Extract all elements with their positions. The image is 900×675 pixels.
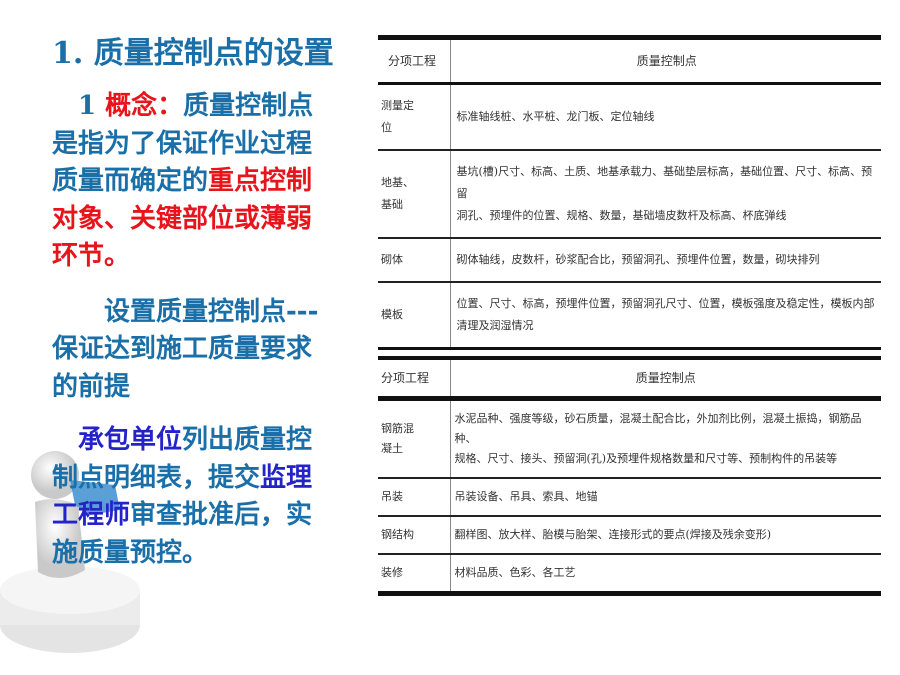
- item-cell: 装修: [378, 554, 451, 596]
- points-line: 规格、尺寸、接头、预留洞(孔)及预埋件规格数量和尺寸等、预制构件的吊装等: [454, 452, 838, 465]
- points-cell: 标准轴线桩、水平桩、龙门板、定位轴线: [450, 83, 881, 151]
- quality-control-table-1: 分项工程 质量控制点 测量定位 标准轴线桩、水平桩、龙门板、定位轴线地基、基础 基坑…: [378, 35, 881, 350]
- points-line: 位置、尺寸、标高，预埋件位置，预留洞孔尺寸、位置，模板强度及稳定性，模板内部: [456, 297, 875, 310]
- points-line: 砌体轴线，皮数杆，砂浆配合比，预留洞孔、预埋件位置，数量，砌块排列: [456, 253, 820, 266]
- points-line: 水泥品种、强度等级，砂石质量，混凝土配合比，外加剂比例，混凝土振捣，钢筋品种、: [454, 412, 862, 445]
- item-label: 钢筋混凝土: [381, 422, 414, 455]
- procedure-paragraph: 承包单位列出质量控 制点明细表，提交监理 工程师审查批准后，实 施质量预控。: [52, 425, 313, 568]
- points-line: 洞孔、预埋件的位置、规格、数量，基础墙皮数杆及标高、杯底弹线: [456, 209, 787, 222]
- table-row: 装修 材料品质、色彩、各工艺: [378, 554, 881, 596]
- table-row: 钢筋混凝土 水泥品种、强度等级，砂石质量，混凝土配合比，外加剂比例，混凝土振捣，钢…: [378, 398, 881, 479]
- points-line: 基坑(槽)尺寸、标高、土质、地基承载力、基础垫层标高，基础位置、尺寸、标高、预留: [456, 165, 873, 200]
- item-cell: 钢结构: [378, 516, 451, 555]
- item-cell: 模板: [378, 282, 451, 350]
- table-header: 分项工程 质量控制点: [378, 37, 881, 85]
- points-cell: 材料品质、色彩、各工艺: [450, 554, 881, 596]
- item-cell: 地基、基础: [378, 150, 451, 239]
- table-row: 钢结构 翻样图、放大样、胎模与胎架、连接形式的要点(焊接及残余变形): [378, 516, 881, 555]
- tables-column: 分项工程 质量控制点 测量定位 标准轴线桩、水平桩、龙门板、定位轴线地基、基础 基坑…: [378, 35, 881, 596]
- points-line: 标准轴线桩、水平桩、龙门板、定位轴线: [456, 110, 655, 123]
- points-line: 翻样图、放大样、胎模与胎架、连接形式的要点(焊接及残余变形): [454, 528, 772, 541]
- table-row: 模板 位置、尺寸、标高，预埋件位置，预留洞孔尺寸、位置，模板强度及稳定性，模板内部…: [378, 282, 881, 350]
- points-cell: 翻样图、放大样、胎模与胎架、连接形式的要点(焊接及残余变形): [450, 516, 881, 555]
- points-cell: 水泥品种、强度等级，砂石质量，混凝土配合比，外加剂比例，混凝土振捣，钢筋品种、规…: [450, 398, 881, 479]
- table-row: 测量定位 标准轴线桩、水平桩、龙门板、定位轴线: [378, 83, 881, 151]
- table-row: 地基、基础 基坑(槽)尺寸、标高、土质、地基承载力、基础垫层标高，基础位置、尺寸、…: [378, 150, 881, 239]
- 3d-figure-with-puzzle-illustration: [0, 451, 140, 653]
- points-line: 吊装设备、吊具、索具、地锚: [454, 490, 598, 503]
- quality-control-table-2: 分项工程 质量控制点 钢筋混凝土 水泥品种、强度等级，砂石质量，混凝土配合比，外加…: [378, 356, 881, 596]
- purpose-paragraph: 设置质量控制点--- 保证达到施工质量要求 的前提: [52, 296, 319, 402]
- points-cell: 基坑(槽)尺寸、标高、土质、地基承载力、基础垫层标高，基础位置、尺寸、标高、预留…: [450, 150, 881, 239]
- concept-paragraph: 1 概念：质量控制点 是指为了保证作业过程 质量而确定的重点控制 对象、关键部位…: [52, 91, 314, 271]
- item-cell: 钢筋混凝土: [378, 398, 451, 479]
- points-cell: 位置、尺寸、标高，预埋件位置，预留洞孔尺寸、位置，模板强度及稳定性，模板内部清理…: [450, 282, 881, 350]
- item-label: 吊装: [381, 490, 403, 503]
- item-cell: 砌体: [378, 238, 451, 283]
- text-panel: 1. 质量控制点的设置 1 概念：质量控制点 是指为了保证作业过程 质量而确定的…: [52, 32, 374, 572]
- item-cell: 吊装: [378, 478, 451, 517]
- item-label: 钢结构: [381, 528, 414, 541]
- item-label: 模板: [381, 308, 403, 321]
- item-cell: 测量定位: [378, 83, 451, 151]
- points-cell: 砌体轴线，皮数杆，砂浆配合比，预留洞孔、预埋件位置，数量，砌块排列: [450, 238, 881, 283]
- item-label: 测量定位: [381, 99, 414, 134]
- table-row: 吊装 吊装设备、吊具、索具、地锚: [378, 478, 881, 517]
- points-cell: 吊装设备、吊具、索具、地锚: [450, 478, 881, 517]
- table-row: 砌体 砌体轴线，皮数杆，砂浆配合比，预留洞孔、预埋件位置，数量，砌块排列: [378, 238, 881, 283]
- item-label: 砌体: [381, 253, 403, 266]
- item-label: 装修: [381, 566, 403, 579]
- slide-title: 1. 质量控制点的设置: [52, 36, 334, 71]
- item-label: 地基、基础: [381, 176, 414, 211]
- points-line: 清理及润湿情况: [456, 319, 534, 332]
- points-line: 材料品质、色彩、各工艺: [454, 566, 576, 579]
- table-header: 分项工程 质量控制点: [378, 358, 881, 401]
